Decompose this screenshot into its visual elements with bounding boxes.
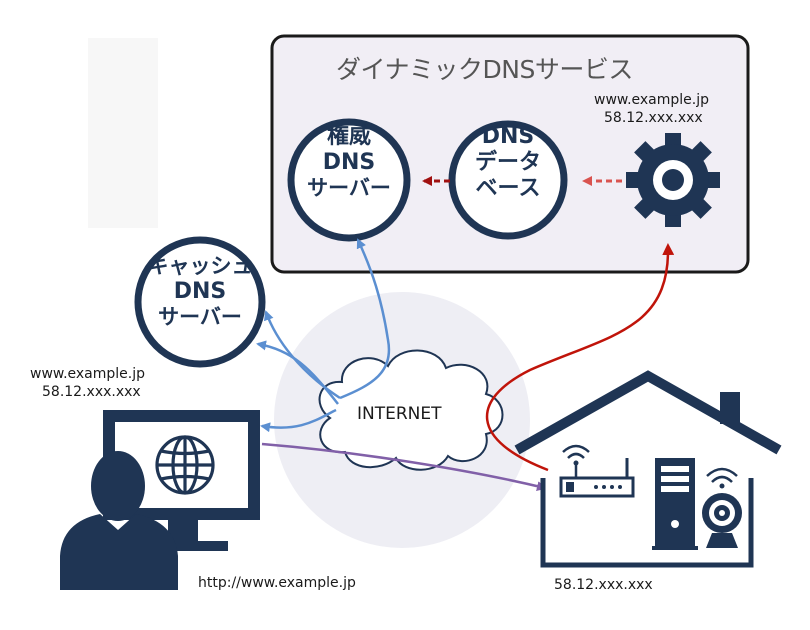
cache-dns-label: キャッシュ DNS サーバー xyxy=(140,254,260,329)
cache-dns-server-node xyxy=(134,236,266,368)
client-url-label: www.example.jp xyxy=(30,366,146,382)
house-icon xyxy=(514,370,782,568)
dns-database-label: DNS データ ベース xyxy=(458,124,558,202)
home-to-gear-update-arrow xyxy=(486,243,675,472)
internet-to-cache-arrow-2 xyxy=(256,340,339,405)
authoritative-dns-label: 権威 DNS サーバー xyxy=(299,124,399,201)
cloud-icon xyxy=(318,349,504,471)
authoritative-dns-server-node xyxy=(287,118,411,242)
client-to-home-arrow xyxy=(261,442,547,491)
client-ip-label: 58.12.xxx.xxx xyxy=(42,384,141,400)
server-tower-icon xyxy=(652,458,698,550)
dns-database-line-2: データ xyxy=(474,149,541,175)
person-icon xyxy=(60,451,178,590)
service-url-label: www.example.jp xyxy=(594,92,710,108)
cache-dns-line-1: キャッシュ xyxy=(147,254,253,278)
dns-database-node xyxy=(448,120,568,240)
dns-database-line-3: ベース xyxy=(475,175,541,201)
service-box-title: ダイナミックDNSサービス xyxy=(336,55,633,84)
internet-to-auth-arrow xyxy=(339,238,391,400)
authoritative-dns-line-3: サーバー xyxy=(307,175,391,200)
gear-icon xyxy=(626,133,720,227)
dns-database-line-1: DNS xyxy=(481,124,535,149)
authoritative-dns-line-1: 権威 xyxy=(326,124,371,149)
router-icon xyxy=(559,444,635,498)
cache-dns-line-3: サーバー xyxy=(158,304,242,329)
authoritative-dns-line-2: DNS xyxy=(322,149,376,175)
camera-icon xyxy=(702,467,742,548)
cache-dns-line-2: DNS xyxy=(173,278,227,304)
internet-to-client-arrow xyxy=(260,408,337,433)
client-address-url: http://www.example.jp xyxy=(198,575,356,591)
background-ghost xyxy=(88,38,158,228)
internet-label: INTERNET xyxy=(357,404,442,424)
globe-icon xyxy=(155,435,215,495)
home-ip-label: 58.12.xxx.xxx xyxy=(554,577,653,593)
service-ip-label: 58.12.xxx.xxx xyxy=(604,110,703,126)
